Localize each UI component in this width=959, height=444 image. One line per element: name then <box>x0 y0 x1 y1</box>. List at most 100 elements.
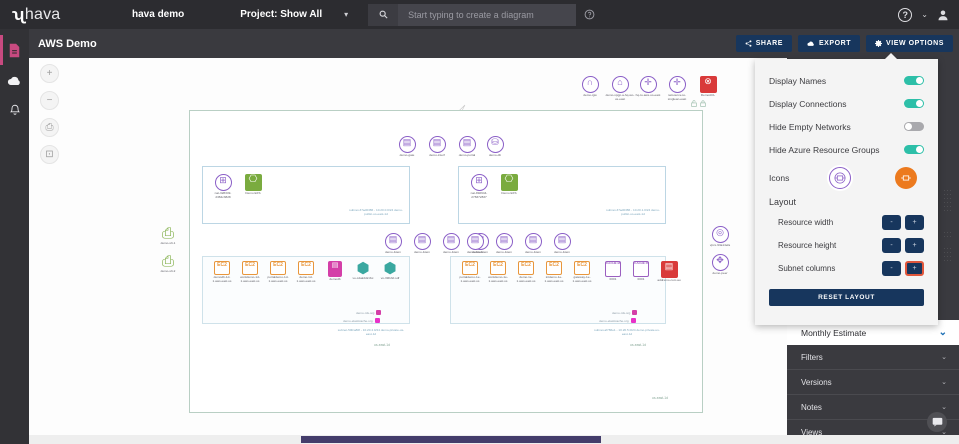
chevron-down-icon[interactable]: ⌄ <box>941 429 947 436</box>
subnet-columns-increase[interactable]: + <box>905 261 924 276</box>
resource-height-decrease[interactable]: - <box>882 238 901 253</box>
search-input[interactable] <box>398 3 577 26</box>
resource-width-increase[interactable]: + <box>905 215 924 230</box>
cloud-icon <box>7 76 20 85</box>
node-route-table-db[interactable]: ⛁ demo-db <box>480 136 510 158</box>
node-cache-m[interactable]: CACHE M 0001 <box>598 261 628 282</box>
node-vpn-connection-b[interactable]: ✛ netsource-to-singlean-east <box>662 76 692 101</box>
fit-screen-button[interactable]: ⊡ <box>40 145 59 164</box>
node-rt-b2[interactable]: ▤ demo-&tem <box>489 233 519 255</box>
chat-widget-button[interactable] <box>927 412 947 432</box>
node-route-table-interf[interactable]: ▤ demo-interf <box>422 136 452 158</box>
horizontal-scrollbar-track[interactable] <box>29 435 959 444</box>
node-nat-gateway-right[interactable]: ⊞ nat-892944-278372837 <box>464 174 494 199</box>
project-selector[interactable]: Project: Show All <box>240 9 323 20</box>
help-circle-icon[interactable] <box>584 9 595 20</box>
sidebar-item-cloud[interactable] <box>0 65 29 95</box>
node-rt-a1[interactable]: ▤ demo-&tem <box>378 233 408 255</box>
reset-layout-button[interactable]: RESET LAYOUT <box>769 289 924 306</box>
resource-height-increase[interactable]: + <box>905 238 924 253</box>
node-route-table-gate[interactable]: ▤ demo-gate <box>392 136 422 158</box>
node-label: demo-gate <box>399 153 415 157</box>
icon-style-solid[interactable] <box>895 167 917 189</box>
node-rt-b1[interactable]: ▤ demo-&tem <box>460 233 490 255</box>
node-nat-gateway-left[interactable]: ⊞ nat-328349-2384c3828 <box>208 174 238 199</box>
account-name[interactable]: hava demo <box>132 9 185 20</box>
panel-versions-label: Versions <box>801 377 832 387</box>
node-ec2-l4[interactable]: EC2 demo-1d-1.aws.east.us <box>291 261 321 283</box>
node-label: demo-&tem <box>554 250 570 254</box>
node-vpc-peering[interactable]: ◎ vpcx-93a14efa <box>705 226 735 248</box>
node-s3-bucket-2[interactable]: ⎙ demo-s3-2 <box>153 254 183 274</box>
export-button[interactable]: EXPORT <box>797 35 861 52</box>
toggle-display-connections[interactable] <box>904 99 924 108</box>
user-avatar-icon[interactable] <box>937 9 949 21</box>
subnet-columns-decrease[interactable]: - <box>882 261 901 276</box>
lock-closed-icon[interactable] <box>700 100 706 107</box>
stepper-resource-height: - + <box>882 238 924 253</box>
lock-open-icon[interactable] <box>691 100 697 107</box>
sidebar-item-reports[interactable] <box>0 35 29 65</box>
node-efs-right[interactable]: ⎔ Demo EFS <box>494 174 524 196</box>
node-cache-r[interactable]: CACHE R 0001 <box>626 261 656 282</box>
resource-width-decrease[interactable]: - <box>882 215 901 230</box>
sg-tag-rds-right: demo-rds-srg <box>612 310 638 315</box>
chevron-down-icon[interactable]: ⌄ <box>941 404 947 411</box>
vpc-lock-controls[interactable] <box>691 100 706 107</box>
node-addr-r[interactable]: ▤ addremo.com.au <box>654 261 684 283</box>
zoom-out-button[interactable]: − <box>40 91 59 110</box>
node-ec2-r2[interactable]: EC2 workdemo-1e-1.aws.east.us <box>483 261 513 283</box>
chevron-down-icon[interactable]: ⌄ <box>921 10 928 19</box>
node-s3-bucket-1[interactable]: ⎙ demo-s3-1 <box>153 226 183 246</box>
toggle-hide-azure-resource-groups[interactable] <box>904 145 924 154</box>
chevron-down-icon[interactable]: ▾ <box>344 10 349 19</box>
node-label: demo-s3-1 <box>160 241 176 245</box>
horizontal-scrollbar-thumb[interactable] <box>301 436 601 443</box>
node-ec2-r1[interactable]: EC2 portaldemo-1e-1.aws.east.us <box>455 261 485 283</box>
panel-filters[interactable]: Filters ⌄ <box>787 345 959 370</box>
node-vol-l1[interactable]: ⬢ vo-cdak2d2-fkc <box>348 261 378 281</box>
toggle-hide-empty-networks[interactable] <box>904 122 924 131</box>
node-vpn-gateway[interactable]: ⌂ demo-vpgp-a-hq-wo-us-east <box>605 76 635 101</box>
layout-subnet-columns: Subnet columns - + <box>769 257 924 280</box>
resize-dots-handle[interactable] <box>944 188 953 303</box>
node-rt-a2[interactable]: ▤ demo-&tem <box>407 233 437 255</box>
search-icon[interactable] <box>368 3 399 26</box>
node-ec2-r5[interactable]: EC2 gateway-1e-1.aws.east.us <box>567 261 597 283</box>
hava-logo[interactable]: ʯ hava <box>0 6 120 24</box>
node-route-table-portal[interactable]: ▤ demo-portal <box>452 136 482 158</box>
cloud-download-icon <box>807 41 814 46</box>
node-ec2-l3[interactable]: EC2 portaldemo-1d-1.aws.east.us <box>263 261 293 283</box>
print-button[interactable]: ⎙ <box>40 118 59 137</box>
share-button[interactable]: SHARE <box>735 35 792 52</box>
node-ec2-l1[interactable]: EC2 demodb-1d-1.aws.east.us <box>207 261 237 283</box>
node-network-acl[interactable]: ⊗ DemoACL <box>693 76 723 98</box>
icon-style-outline[interactable] <box>829 167 851 189</box>
node-rt-b3[interactable]: ▤ demo-&tem <box>518 233 548 255</box>
toggle-display-names[interactable] <box>904 76 924 85</box>
ebs-volume-icon: ⬢ <box>356 260 370 277</box>
view-options-button[interactable]: VIEW OPTIONS <box>866 35 953 52</box>
node-rds-l1[interactable]: ▤ demodb <box>320 261 350 282</box>
node-label: demo-&tem <box>467 250 483 254</box>
help-question-icon[interactable]: ? <box>898 7 913 22</box>
node-rt-b4[interactable]: ▤ demo-&tem <box>547 233 577 255</box>
node-vpn-connection-a[interactable]: ✛ hq-to-aws-us-east <box>633 76 663 98</box>
sidebar-item-alerts[interactable] <box>0 95 29 125</box>
option-display-connections: Display Connections <box>769 92 924 115</box>
page-title: AWS Demo <box>38 37 97 50</box>
node-ec2-r3[interactable]: EC2 demo-1e-1.aws.east.us <box>511 261 541 283</box>
zoom-in-button[interactable]: + <box>40 64 59 83</box>
panel-versions[interactable]: Versions ⌄ <box>787 370 959 395</box>
node-efs-left[interactable]: ⎔ Demo EFS <box>238 174 268 196</box>
node-rt-a3[interactable]: ▤ demo-&tem <box>436 233 466 255</box>
node-ec2-r4[interactable]: EC2 intdemo-1e-1.aws.east.us <box>539 261 569 283</box>
node-ec2-l2[interactable]: EC2 workdemo-1d-1.aws.east.us <box>235 261 265 283</box>
cache-chip-label: CACHE <box>606 261 617 265</box>
chevron-down-icon[interactable]: ⌄ <box>941 354 947 361</box>
chevron-down-icon[interactable]: ⌄ <box>941 379 947 386</box>
node-internet-gateway[interactable]: ∩ demo-igw <box>575 76 605 98</box>
node-vol-l2[interactable]: ⬢ vo-39fsfsf-sdf <box>375 261 405 281</box>
chevron-down-icon[interactable]: ⌄ <box>938 327 947 338</box>
node-demo-peer[interactable]: ✥ demo-peer <box>705 254 735 276</box>
